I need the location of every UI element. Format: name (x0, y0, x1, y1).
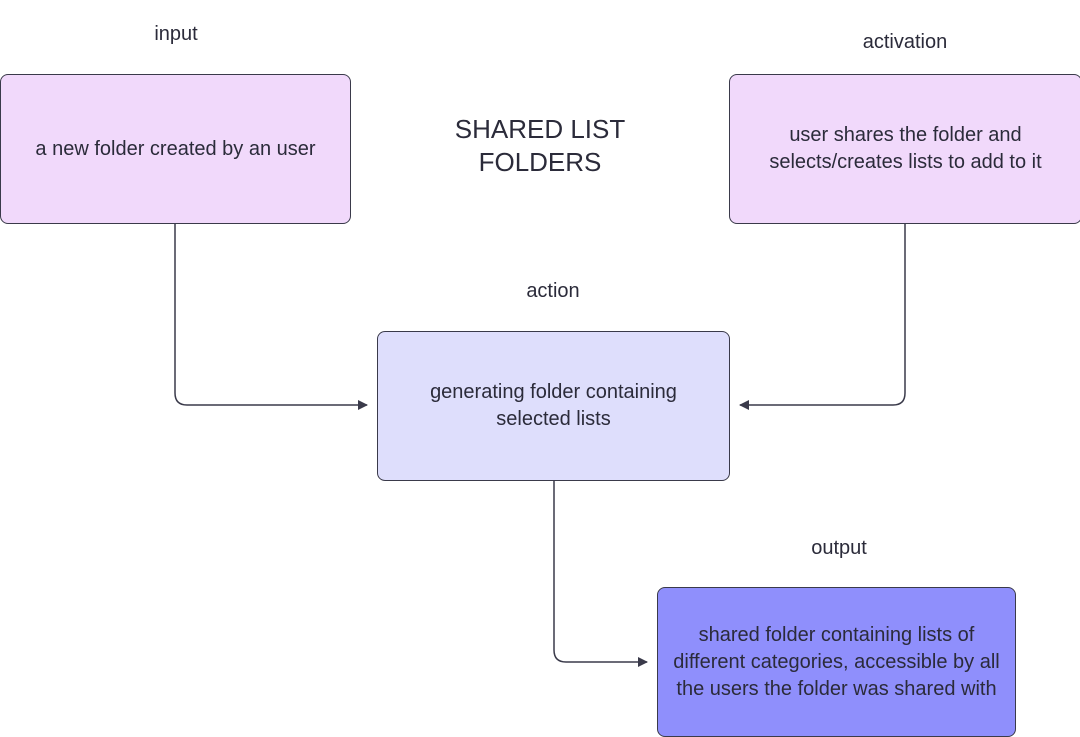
action-node[interactable]: generating folder containing selected li… (377, 331, 730, 481)
edge-action-to-output (553, 480, 648, 667)
diagram-title: SHARED LIST FOLDERS (410, 113, 670, 179)
diagram-title-text: SHARED LIST FOLDERS (454, 114, 626, 177)
input-node-text: a new folder created by an user (35, 137, 316, 160)
action-node-text: generating folder containing selected li… (430, 381, 677, 430)
activation-label: activation (862, 31, 948, 53)
output-node[interactable]: shared folder containing lists of differ… (657, 587, 1016, 737)
output-label: output (811, 537, 867, 559)
output-node-text: shared folder containing lists of differ… (673, 623, 1000, 700)
edge-activation-to-action (739, 223, 906, 410)
input-label: input (154, 23, 198, 45)
edge-input-to-action (174, 223, 368, 410)
action-label: action (526, 280, 580, 302)
activation-node[interactable]: user shares the folder and selects/creat… (729, 74, 1080, 224)
activation-node-text: user shares the folder and selects/creat… (769, 124, 1042, 173)
input-node[interactable]: a new folder created by an user (0, 74, 351, 224)
